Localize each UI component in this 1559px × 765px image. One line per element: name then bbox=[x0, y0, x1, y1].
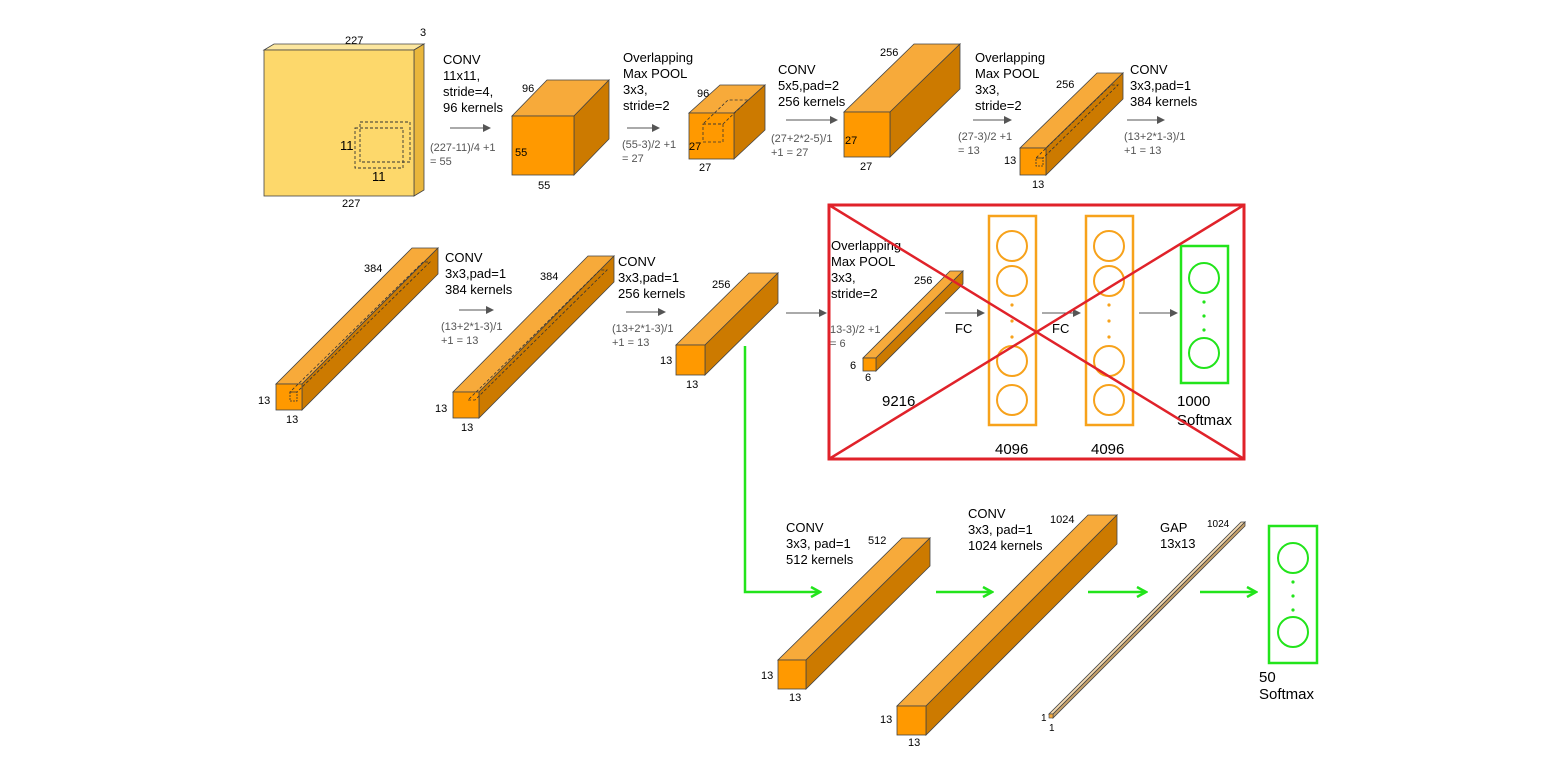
softmax-1000-label: 1000 Softmax bbox=[1177, 393, 1233, 429]
block11-depth-label: 1024 bbox=[1207, 519, 1230, 530]
block4-depth-label: 256 bbox=[1056, 79, 1074, 91]
block1-front-label: 55 bbox=[515, 147, 527, 159]
gap-label: GAP 13x13 bbox=[1160, 520, 1195, 551]
conv4-formula: (13+2*1-3)/1 +1 = 13 bbox=[441, 321, 506, 347]
block7-bottom-label: 13 bbox=[686, 379, 698, 391]
block2-volume bbox=[687, 84, 767, 160]
block7-depth-label: 256 bbox=[712, 279, 730, 291]
fc1-label: FC bbox=[955, 321, 972, 336]
block8-bottom-label: 6 bbox=[865, 372, 871, 384]
input-depth-label: 3 bbox=[420, 27, 426, 39]
block4-front-label: 13 bbox=[1004, 155, 1016, 167]
conv5-label: CONV 3x3,pad=1 256 kernels bbox=[618, 254, 686, 301]
input-kernel-b-label: 11 bbox=[372, 169, 386, 184]
fc2-label: FC bbox=[1052, 321, 1069, 336]
block10-front-label: 13 bbox=[880, 714, 892, 726]
block7-volume bbox=[675, 272, 779, 376]
block10-depth-label: 1024 bbox=[1050, 514, 1074, 526]
input-width-label: 227 bbox=[345, 35, 363, 47]
conv7-label: CONV 3x3, pad=1 1024 kernels bbox=[968, 506, 1043, 553]
pool1-formula: (55-3)/2 +1 = 27 bbox=[622, 139, 679, 165]
block3-volume bbox=[843, 43, 961, 158]
conv2-formula: (27+2*2-5)/1 +1 = 27 bbox=[771, 133, 836, 159]
block11-bottom-label: 1 bbox=[1049, 723, 1055, 734]
block9-bottom-label: 13 bbox=[789, 692, 801, 704]
block1-volume bbox=[511, 79, 610, 176]
block5-volume bbox=[275, 247, 439, 411]
conv3-formula: (13+2*1-3)/1 +1 = 13 bbox=[1124, 131, 1189, 157]
block6-depth-label: 384 bbox=[540, 271, 558, 283]
block9-depth-label: 512 bbox=[868, 535, 886, 547]
softmax-1000-column bbox=[1179, 244, 1230, 385]
block7-front-label: 13 bbox=[660, 355, 672, 367]
pool2-formula: (27-3)/2 +1 = 13 bbox=[958, 131, 1015, 157]
input-height-label: 227 bbox=[342, 198, 360, 210]
conv4-label: CONV 3x3,pad=1 384 kernels bbox=[445, 250, 513, 297]
block6-volume bbox=[452, 255, 615, 419]
block8-front-label: 6 bbox=[850, 360, 856, 372]
conv5-formula: (13+2*1-3)/1 +1 = 13 bbox=[612, 323, 677, 349]
block3-front-label: 27 bbox=[845, 135, 857, 147]
block9-volume bbox=[777, 537, 931, 690]
softmax-50-label: 50 Softmax bbox=[1259, 669, 1315, 703]
block8-volume bbox=[862, 270, 964, 372]
conv1-formula: (227-11)/4 +1 = 55 bbox=[430, 142, 499, 168]
softmax-50-column bbox=[1267, 524, 1319, 665]
conv6-label: CONV 3x3, pad=1 512 kernels bbox=[786, 520, 854, 567]
block10-bottom-label: 13 bbox=[908, 737, 920, 749]
block8-depth-label: 256 bbox=[914, 275, 932, 287]
block4-volume bbox=[1019, 72, 1124, 176]
block9-front-label: 13 bbox=[761, 670, 773, 682]
block10-volume bbox=[896, 514, 1118, 736]
conv1-label: CONV 11x11, stride=4, 96 kernels bbox=[443, 52, 503, 115]
block1-bottom-label: 55 bbox=[538, 180, 550, 192]
block6-front-label: 13 bbox=[435, 403, 447, 415]
input-volume bbox=[262, 43, 426, 197]
pool3-label: Overlapping Max POOL 3x3, stride=2 bbox=[831, 238, 905, 301]
fc2-column bbox=[1084, 214, 1135, 427]
block6-bottom-label: 13 bbox=[461, 422, 473, 434]
flatten-size-label: 9216 bbox=[882, 393, 915, 410]
block5-bottom-label: 13 bbox=[286, 414, 298, 426]
block4-bottom-label: 13 bbox=[1032, 179, 1044, 191]
block5-front-label: 13 bbox=[258, 395, 270, 407]
conv3-label: CONV 3x3,pad=1 384 kernels bbox=[1130, 62, 1198, 109]
block11-volume bbox=[1048, 521, 1246, 719]
branch-arrow bbox=[743, 346, 820, 592]
block5-depth-label: 384 bbox=[364, 263, 382, 275]
block11-front-label: 1 bbox=[1041, 713, 1047, 724]
block2-bottom-label: 27 bbox=[699, 162, 711, 174]
removed-fc-cross bbox=[827, 203, 1246, 461]
block3-bottom-label: 27 bbox=[860, 161, 872, 173]
fc1-column bbox=[987, 214, 1038, 427]
block1-depth-label: 96 bbox=[522, 83, 534, 95]
input-kernel-a-label: 11 bbox=[340, 138, 354, 153]
block3-depth-label: 256 bbox=[880, 47, 898, 59]
pool1-label: Overlapping Max POOL 3x3, stride=2 bbox=[623, 50, 697, 113]
block2-depth-label: 96 bbox=[697, 88, 709, 100]
pool2-label: Overlapping Max POOL 3x3, stride=2 bbox=[975, 50, 1049, 113]
fc1-size-label: 4096 bbox=[995, 441, 1028, 458]
pool3-formula: 13-3)/2 +1 = 6 bbox=[830, 324, 884, 350]
conv2-label: CONV 5x5,pad=2 256 kernels bbox=[778, 62, 846, 109]
block2-front-label: 27 bbox=[689, 141, 701, 153]
fc2-size-label: 4096 bbox=[1091, 441, 1124, 458]
